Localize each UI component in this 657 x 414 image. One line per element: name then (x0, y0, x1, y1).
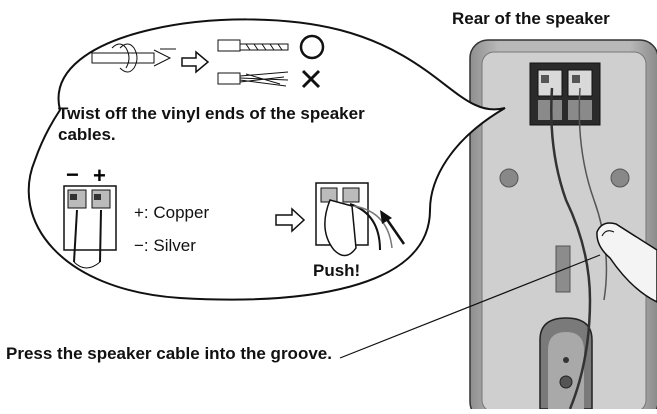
push-label: Push! (313, 261, 361, 280)
rear-of-speaker-title: Rear of the speaker (452, 9, 610, 28)
arrow-right-icon (275, 207, 306, 233)
copper-label: +: Copper (134, 203, 210, 222)
arrow-up-icon (380, 210, 392, 224)
silver-label: −: Silver (134, 236, 196, 255)
callout-bubble (27, 18, 506, 301)
push-illustration (275, 182, 406, 257)
frayed-wire-bad (217, 71, 289, 87)
minus-sign: − (66, 162, 79, 187)
pressing-hand (596, 222, 657, 303)
plus-sign: + (93, 163, 106, 188)
cable-twist-illustration (91, 43, 176, 73)
screw-hole-right (610, 168, 630, 188)
cross-icon (301, 69, 321, 89)
screw-hole-left (499, 168, 519, 188)
groove-pointer-line (339, 254, 601, 359)
circle-icon (299, 34, 325, 60)
twisted-wire-good (217, 39, 289, 52)
terminal-detail: − + (63, 162, 117, 269)
twist-instruction: Twist off the vinyl ends of the speaker … (58, 104, 365, 144)
cable-groove (555, 245, 571, 293)
arrow-right-icon (181, 50, 210, 74)
speaker-rear (469, 39, 657, 414)
press-instruction: Press the speaker cable into the groove. (6, 344, 332, 363)
